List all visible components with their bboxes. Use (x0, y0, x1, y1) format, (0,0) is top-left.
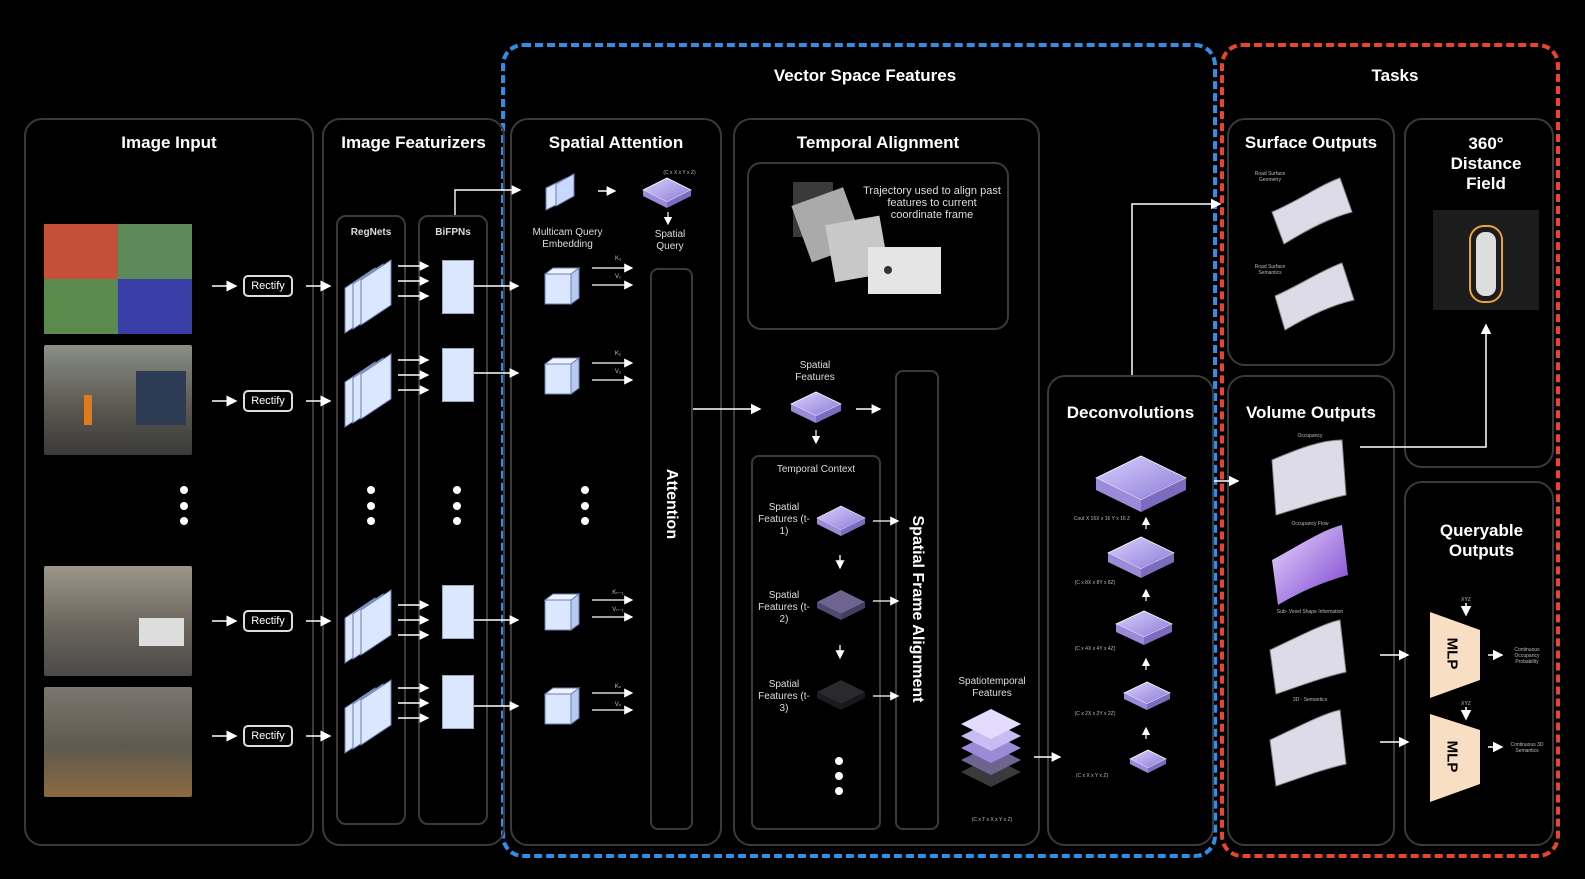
deconv-dims-5: (C x X x Y x Z) (1075, 773, 1109, 779)
kv-cubes (543, 267, 581, 725)
surface-outputs-panel (1227, 118, 1395, 366)
image-input-panel (24, 118, 314, 846)
image-featurizers-panel (322, 118, 505, 846)
ctx-label-2: Spatial Features (t-2) (758, 590, 810, 625)
input-arrows (212, 280, 332, 742)
deconv-dims-4: (C x 2X x 2Y x 2Z) (1074, 711, 1116, 717)
queryable-outputs-title: Queryable Outputs (1439, 521, 1524, 560)
surface-output-sheets (1271, 177, 1355, 331)
surface-outputs-title: Surface Outputs (1244, 133, 1378, 152)
regnets-label: RegNets (350, 227, 392, 238)
road-geometry-label: Road Surface Geometry (1254, 171, 1286, 183)
rectify-box-4: Rectify (243, 725, 293, 747)
spatiotemporal-stack (961, 709, 1021, 787)
camera-image-1 (44, 224, 192, 334)
temporal-arrows (835, 516, 900, 701)
bifpn-to-attention-arrows (454, 185, 522, 711)
camera-image-3 (44, 566, 192, 676)
vector-space-title: Vector Space Features (773, 66, 957, 85)
temporal-context-box (751, 455, 881, 830)
query-dims-label: (C x X x Y x Z) (663, 170, 696, 176)
k-label-2: K₂ (614, 351, 622, 357)
volume-label-2: Occupancy Flow (1291, 521, 1329, 527)
distance-field-image (1433, 210, 1539, 310)
bifpn-block-1 (442, 260, 474, 314)
spatial-query-cube (642, 177, 692, 208)
deconv-dims-1: Cout X 16X x 16 Y x 16 Z (1073, 516, 1131, 522)
spatial-features-cube (790, 391, 842, 423)
spatial-attention-panel (510, 118, 722, 846)
road-semantics-label: Road Surface Semantics (1254, 264, 1286, 276)
k-label-1: K₁ (614, 256, 622, 262)
mlp-trapezoids (1430, 612, 1480, 802)
deconvolutions-title: Deconvolutions (1066, 403, 1195, 422)
camera-image-4 (44, 687, 192, 797)
kv-arrows (592, 263, 634, 715)
temporal-alignment-title: Temporal Alignment (796, 133, 960, 152)
camera-image-2 (44, 345, 192, 455)
volume-label-3: Sub- Voxel Shape Information (1276, 609, 1344, 615)
regnets-column (336, 215, 406, 825)
xyz-label-2: XYZ (1461, 701, 1471, 707)
temporal-context-cubes (816, 505, 866, 710)
rectify-box-2: Rectify (243, 390, 293, 412)
deconv-dims-3: (C x 4X x 4Y x 4Z) (1074, 646, 1116, 652)
queryable-outputs-panel (1404, 481, 1554, 846)
temporal-context-label: Temporal Context (776, 464, 856, 475)
query-embedding-block (545, 173, 575, 211)
deconvolutions-panel (1047, 375, 1214, 846)
trajectory-note: Trajectory used to align past features t… (863, 185, 1001, 221)
task-connector-arrows (1131, 198, 1504, 753)
temporal-alignment-panel (733, 118, 1040, 846)
mlp-label-1: MLP (1443, 637, 1461, 670)
volume-label-4: 3D - Semantics (1292, 697, 1328, 703)
rectify-box-1: Rectify (243, 275, 293, 297)
volume-output-sheets (1269, 439, 1348, 787)
v-label-4: Vₙ (614, 702, 622, 708)
regnet-stacks (344, 259, 392, 754)
bifpn-block-4 (442, 675, 474, 729)
trajectory-frames (791, 182, 941, 294)
k-label-3: Kₙ₋₁ (612, 590, 624, 596)
regnet-to-bifpn-arrows (398, 261, 430, 723)
rectify-box-3: Rectify (243, 610, 293, 632)
bifpns-column (418, 215, 488, 825)
volume-outputs-title: Volume Outputs (1245, 403, 1376, 422)
deconvolution-cubes (1095, 455, 1187, 773)
xyz-label-1: XYZ (1461, 597, 1471, 603)
v-label-1: V₁ (614, 274, 622, 280)
bifpn-block-2 (442, 348, 474, 402)
query-embedding-label: Multicam Query Embedding (532, 227, 603, 250)
attention-block (650, 268, 693, 830)
deconv-dims-2: (C x 8X x 8Y x 8Z) (1074, 580, 1116, 586)
image-featurizers-title: Image Featurizers (341, 133, 486, 152)
trajectory-box (747, 162, 1009, 330)
ctx-label-1: Spatial Features (t-1) (758, 502, 810, 537)
mlp-output-2: Continuous 3D Semantics (1510, 742, 1544, 754)
distance-field-title: 360° Distance Field (1450, 134, 1522, 193)
spatial-features-label: Spatial Features (795, 360, 835, 383)
spatiotemporal-label: Spatiotemporal Features (958, 676, 1026, 699)
bifpns-label: BiFPNs (435, 227, 471, 238)
spatial-query-label: Spatial Query (654, 229, 686, 252)
mlp-output-1: Continuous Occupancy Probability (1514, 647, 1540, 665)
k-label-4: Kₙ (614, 684, 622, 690)
tasks-group (1220, 43, 1560, 858)
ellipsis-dots (180, 486, 843, 795)
v-label-3: Vₙ₋₁ (612, 607, 624, 613)
spatiotemporal-dims: (C x T x X x Y x Z) (971, 817, 1013, 823)
bifpn-block-3 (442, 585, 474, 639)
volume-label-1: Occupancy (1297, 433, 1323, 439)
tasks-title: Tasks (1371, 66, 1419, 85)
mlp-label-2: MLP (1443, 740, 1461, 773)
image-input-title: Image Input (121, 133, 217, 152)
ctx-label-3: Spatial Features (t-3) (758, 679, 810, 714)
spatial-attention-title: Spatial Attention (548, 133, 684, 152)
distance-field-panel (1404, 118, 1554, 468)
volume-outputs-panel (1227, 375, 1395, 846)
v-label-2: V₂ (614, 369, 622, 375)
